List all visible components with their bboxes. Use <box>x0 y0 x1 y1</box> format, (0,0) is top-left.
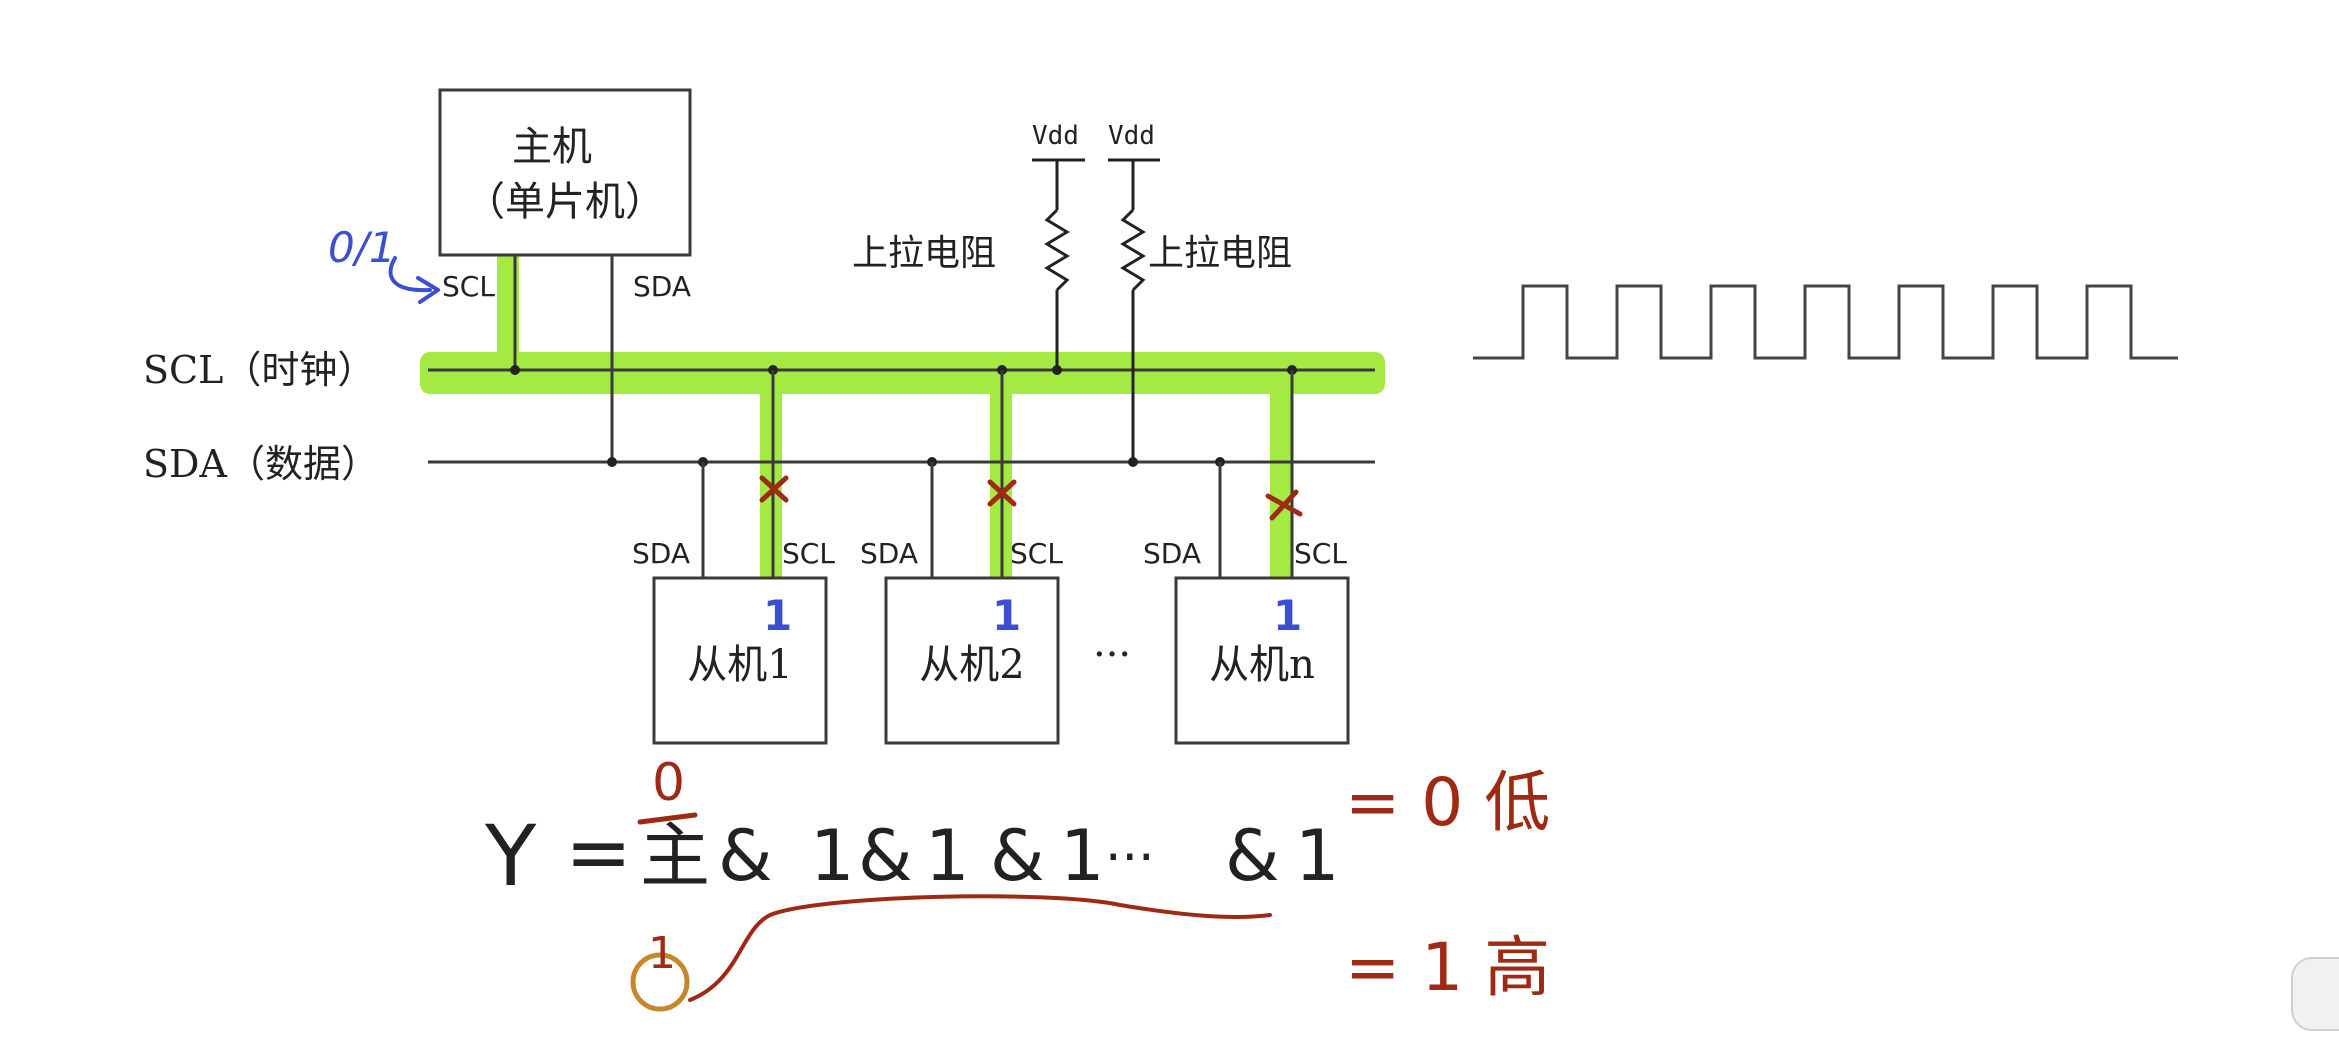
below-master-circle-icon <box>630 952 690 1012</box>
vdd-label-1: Vdd <box>1032 121 1079 151</box>
slave-n-cross-icon <box>1265 489 1303 521</box>
eq-term-master: 主 <box>640 815 710 897</box>
player-logo-icon <box>2291 957 2339 1031</box>
slave-2-sda: SDA <box>860 537 918 570</box>
slave-1-label: 从机1 <box>687 642 792 688</box>
underline-swoosh <box>688 894 1272 1002</box>
master-strike <box>637 812 698 825</box>
equation-eq: = <box>565 806 632 899</box>
slave-1-scl: SCL <box>782 537 835 570</box>
pullup-label-1: 上拉电阻 <box>852 233 996 274</box>
master-scl-label: SCL <box>442 270 495 303</box>
eq-term-1b: 1 <box>925 815 970 897</box>
slave-n: 从机n SDA SCL 1 <box>1143 370 1350 745</box>
master-note: 0/1 <box>328 223 396 272</box>
eq-term-amp-1: & <box>718 815 773 897</box>
clock-square-wave <box>1473 284 2178 360</box>
slave-n-box <box>1174 576 1350 745</box>
slave-1: 从机1 SDA SCL 1 <box>632 370 835 745</box>
sda-bus-label: SDA（数据） <box>143 442 379 486</box>
eq-term-1d: 1 <box>1295 815 1340 897</box>
pullup-label-2: 上拉电阻 <box>1148 233 1292 274</box>
eq-term-amp-3: & <box>990 815 1045 897</box>
below-master-one: 1 <box>648 928 676 979</box>
pullup-resistor-1 <box>1032 158 1085 370</box>
eq-term-ellipsis: ··· <box>1105 828 1155 888</box>
slave-n-label: 从机n <box>1209 642 1315 688</box>
slave-2-scl: SCL <box>1010 537 1063 570</box>
slave-2: 从机2 SDA SCL 1 <box>860 370 1063 745</box>
slave-n-sda: SDA <box>1143 537 1201 570</box>
slave-1-box <box>652 576 828 745</box>
eq-term-1c: 1 <box>1060 815 1105 897</box>
slave-2-mark: 1 <box>992 591 1021 640</box>
equation-y: Y <box>484 807 537 905</box>
slaves-ellipsis: ··· <box>1093 632 1131 678</box>
pullup-resistor-2 <box>1108 158 1160 462</box>
slave-n-mark: 1 <box>1273 591 1302 640</box>
slave-2-label: 从机2 <box>919 642 1024 688</box>
master-box <box>438 88 692 257</box>
slave-1-mark: 1 <box>763 591 792 640</box>
blue-arrow-icon <box>388 256 432 293</box>
scl-bus-label: SCL（时钟） <box>143 348 375 392</box>
eq-term-amp-2: & <box>858 815 913 897</box>
blue-arrowhead-icon <box>416 276 440 304</box>
slave-2-box <box>884 576 1060 745</box>
above-master-zero: 0 <box>652 753 685 813</box>
master-subtitle: （单片机） <box>465 179 665 225</box>
eq-term-1a: 1 <box>810 815 855 897</box>
equation: Y = 主 & 1 & 1 & 1 ··· & 1 0 1 = 0 低 = 1 … <box>484 753 1550 1012</box>
result-low: = 0 低 <box>1345 764 1550 841</box>
slave-1-cross-icon <box>759 475 789 503</box>
slave-2-cross-icon <box>987 479 1017 507</box>
vdd-label-2: Vdd <box>1108 121 1155 151</box>
eq-term-amp-4: & <box>1225 815 1280 897</box>
master-title: 主机 <box>512 124 592 170</box>
master-sda-label: SDA <box>633 270 691 303</box>
slave-1-sda: SDA <box>632 537 690 570</box>
slave-n-scl: SCL <box>1294 537 1347 570</box>
result-high: = 1 高 <box>1345 929 1550 1006</box>
